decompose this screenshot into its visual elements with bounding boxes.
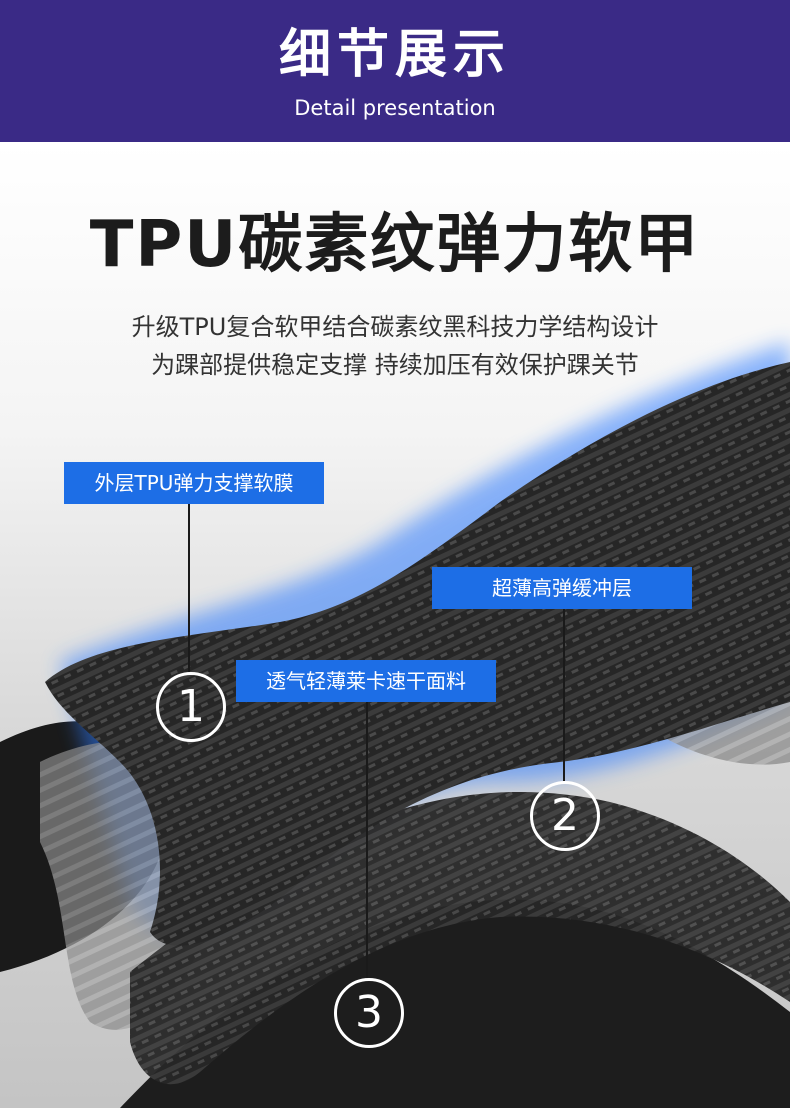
callout-line-3	[366, 702, 368, 978]
product-description-line1: 升级TPU复合软甲结合碳素纹黑科技力学结构设计	[131, 313, 659, 341]
bottom-layer	[120, 899, 790, 1108]
carbon-layers-illustration	[0, 342, 790, 1108]
header-banner: 细节展示 Detail presentation	[0, 0, 790, 142]
callout-line-1	[188, 504, 190, 672]
callout-label-2: 超薄高弹缓冲层	[432, 567, 692, 609]
page-subtitle: Detail presentation	[294, 96, 496, 120]
page-title: 细节展示	[278, 25, 511, 85]
callout-number-1: 1	[156, 672, 226, 742]
callout-number-2: 2	[530, 781, 600, 851]
carbon-mid-layer	[130, 792, 790, 1085]
product-title: TPU碳素纹弹力软甲	[89, 208, 701, 282]
product-description-line2: 为踝部提供稳定支撑 持续加压有效保护踝关节	[151, 351, 639, 379]
callout-number-3: 3	[334, 978, 404, 1048]
carbon-top-layer	[45, 362, 790, 946]
callout-label-1: 外层TPU弹力支撑软膜	[64, 462, 324, 504]
callout-label-3: 透气轻薄莱卡速干面料	[236, 660, 496, 702]
callout-line-2	[563, 609, 565, 781]
